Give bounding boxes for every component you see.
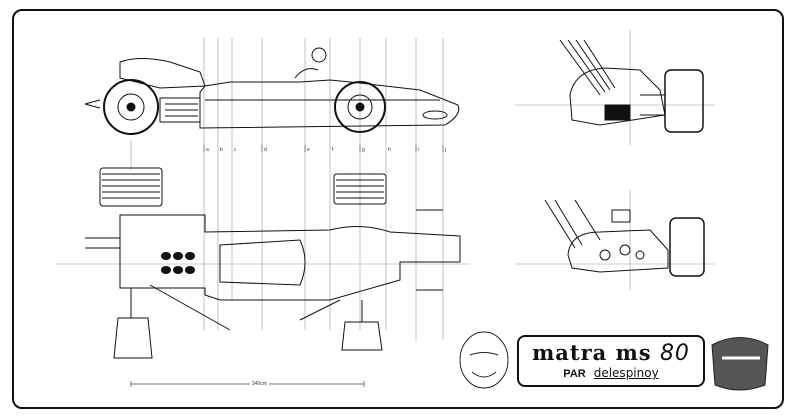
station-label: d [264,147,267,153]
exhaust-pipes [161,252,195,274]
station-label: a [206,147,209,153]
title-name: matra ms [532,340,652,365]
rear-view [544,199,705,277]
scale-bar [130,381,365,387]
station-label: j [444,147,446,153]
artist-portrait-right [711,337,769,391]
author-signature: delespinoy [593,366,659,380]
station-lines [55,30,715,340]
station-label: b [220,147,223,153]
station-label: f [332,147,334,153]
station-label: h [388,147,391,153]
plan-view [85,167,461,359]
driver-portrait-left [459,331,509,389]
title-cartouche: matra ms 80 PAR delespinoy [517,335,705,387]
station-label: i [418,147,419,153]
scale-label: 240cm [250,381,270,387]
front-view [559,39,704,133]
station-label: e [307,147,310,153]
station-label: c [234,147,237,153]
station-label: g [362,147,365,153]
title: matra ms 80 [519,340,703,366]
station-ticks [203,145,444,152]
side-view [84,47,460,135]
byline: PAR delespinoy [519,366,703,380]
drawing-frame [12,9,784,409]
byline-prefix: PAR [563,368,586,380]
title-number: 80 [659,341,690,366]
